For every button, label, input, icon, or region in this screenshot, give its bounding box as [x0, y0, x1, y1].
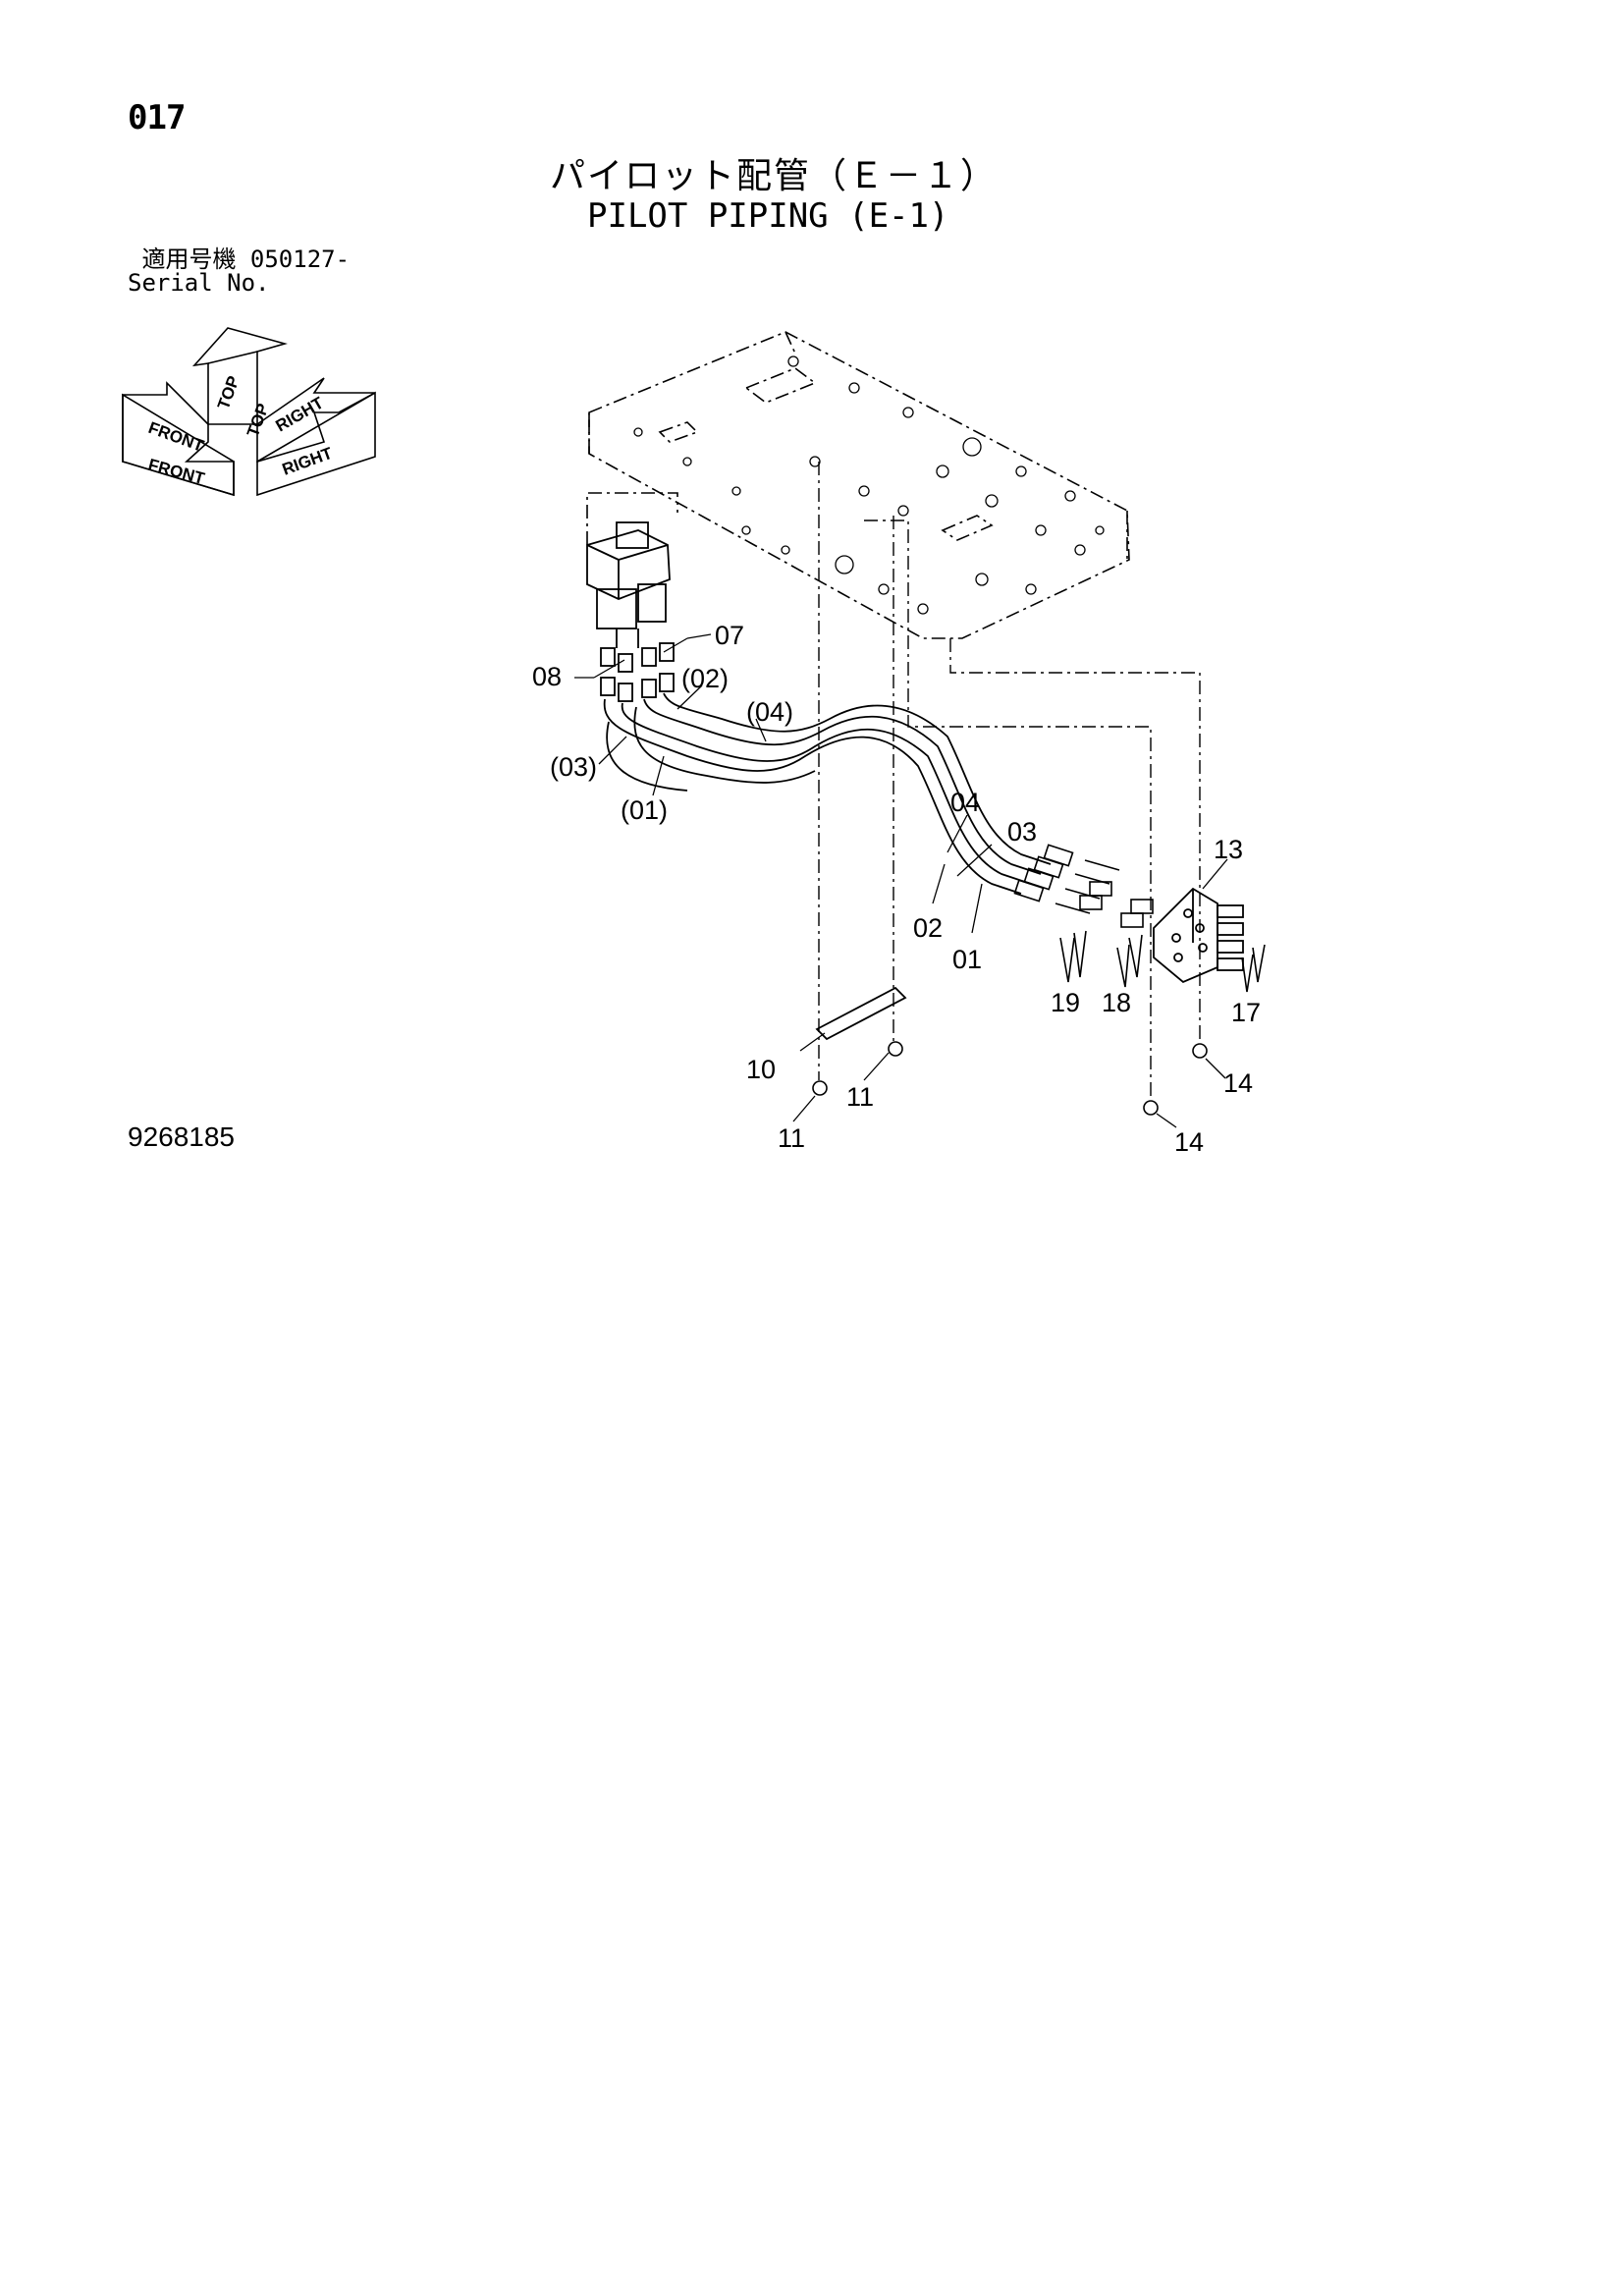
callout-11-upper: 11	[846, 1082, 874, 1112]
callout-02-paren: (02)	[681, 664, 729, 693]
callout-04-paren: (04)	[746, 697, 793, 727]
callout-17: 17	[1231, 998, 1261, 1027]
title-japanese: パイロット配管（Ｅ－１）	[550, 156, 999, 196]
assembly-lines	[818, 462, 1201, 1100]
serial-label-en: Serial No.	[128, 269, 270, 297]
leader-lines	[574, 633, 1228, 1128]
floor-plate	[588, 331, 1130, 639]
orientation-right-label-2: RIGHT	[280, 444, 336, 479]
valve-link	[586, 492, 678, 545]
serial-label-jp: 適用号機	[141, 246, 237, 273]
orientation-front-label-2: FRONT	[146, 456, 207, 489]
orientation-top-label-2: TOP	[243, 401, 273, 439]
serial-line-jp: 適用号機 050127-	[128, 247, 350, 271]
callout-14-upper: 14	[1223, 1068, 1253, 1098]
orientation-top-label: TOP	[214, 373, 243, 411]
drawing-number: 9268185	[128, 1121, 236, 1152]
guide-plate-10	[815, 986, 907, 1041]
orientation-front-label: FRONT	[146, 418, 207, 456]
page-number: 017	[128, 98, 186, 137]
plate-holes	[633, 355, 1105, 615]
pilot-valve	[586, 521, 675, 702]
callout-13: 13	[1214, 835, 1243, 864]
callout-18: 18	[1102, 988, 1131, 1017]
bolts	[812, 1041, 1208, 1116]
callout-02: 02	[913, 913, 943, 943]
orientation-arrows-icon: TOP TOP FRONT FRONT RIGHT RIGHT	[122, 327, 376, 497]
callout-08: 08	[532, 662, 562, 691]
callout-07: 07	[715, 621, 744, 650]
callout-01-paren: (01)	[621, 795, 668, 825]
callout-01: 01	[952, 945, 982, 974]
bracket-13	[1153, 887, 1244, 984]
callout-10: 10	[746, 1055, 776, 1084]
hose-bundle	[603, 692, 1052, 895]
callout-03-paren: (03)	[550, 752, 597, 782]
title-english: PILOT PIPING (E-1)	[587, 196, 949, 236]
hose-end-fittings	[1013, 844, 1154, 928]
callout-04: 04	[950, 788, 980, 817]
elbow-fittings	[1059, 930, 1266, 993]
serial-value: 050127-	[249, 246, 351, 273]
callout-19: 19	[1051, 988, 1080, 1017]
callout-14-lower: 14	[1174, 1127, 1204, 1157]
callout-03: 03	[1007, 817, 1037, 847]
callout-11-lower: 11	[778, 1123, 805, 1153]
serial-block: 適用号機 050127- Serial No.	[128, 247, 350, 295]
